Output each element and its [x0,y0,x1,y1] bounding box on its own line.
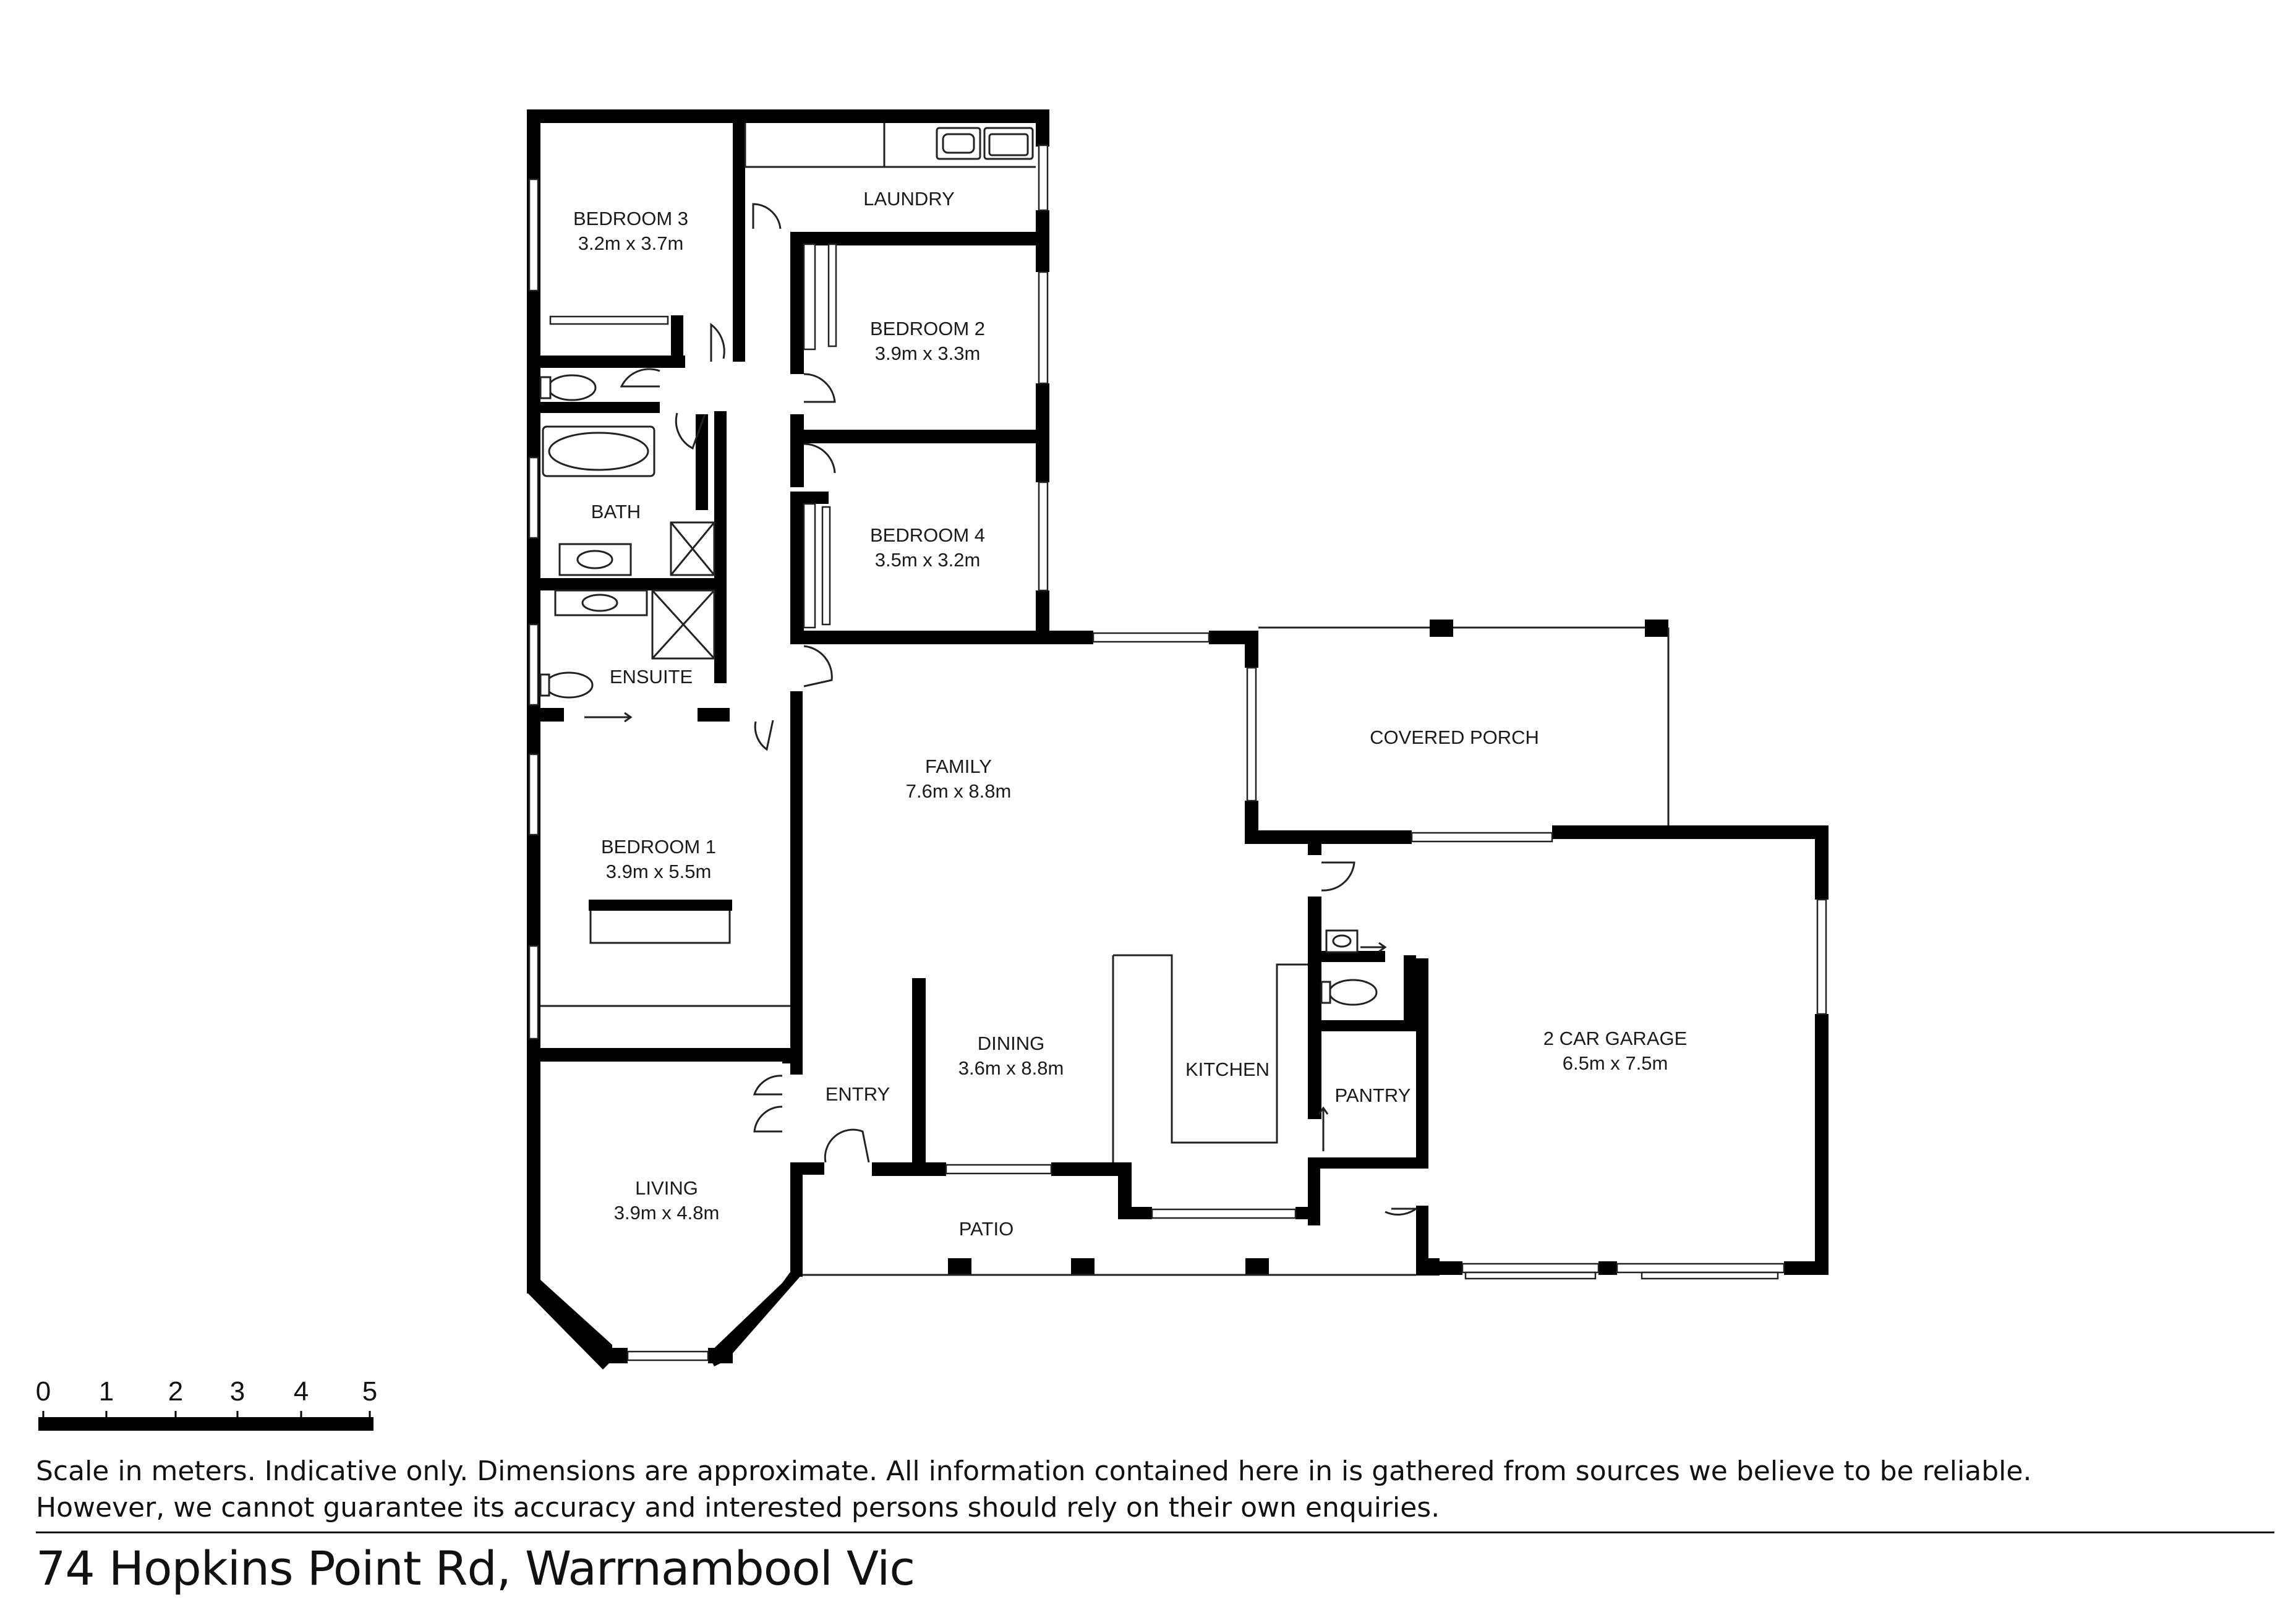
basin-icon [558,543,632,576]
room-size-bedroom4: 3.5m x 3.2m [875,549,981,571]
walls [527,109,1829,1370]
room-label-bath: BATH [591,501,641,522]
shower-icon [651,589,715,660]
room-label-entry: ENTRY [826,1083,890,1105]
room-size-garage: 6.5m x 7.5m [1563,1052,1668,1074]
scale-tick-label: 5 [362,1376,377,1407]
toilet-icon [1320,979,1378,1006]
room-label-dining: DINING [978,1033,1045,1054]
basin-icon [554,589,648,616]
room-label-bedroom1: BEDROOM 1 [601,836,716,858]
room-label-patio: PATIO [959,1218,1014,1240]
disclaimer: Scale in meters. Indicative only. Dimens… [36,1453,2262,1526]
washing-tub-icon [983,127,1034,160]
room-label-pantry: PANTRY [1335,1084,1411,1106]
room-size-bedroom3: 3.2m x 3.7m [578,232,684,254]
room-label-laundry: LAUNDRY [863,188,955,210]
divider [36,1531,2274,1533]
thin-lines [528,123,1827,1361]
room-size-living: 3.9m x 4.8m [614,1202,720,1224]
scale-tick-label: 4 [294,1376,309,1407]
scale-tick-label: 2 [168,1376,183,1407]
fixtures [539,127,1378,1006]
room-label-bedroom4: BEDROOM 4 [870,524,985,546]
scale-tick-label: 1 [99,1376,114,1407]
bathtub-icon [542,425,655,477]
scale-tick-label: 0 [36,1376,51,1407]
room-label-bedroom2: BEDROOM 2 [870,318,985,339]
room-size-bedroom1: 3.9m x 5.5m [606,861,712,882]
disclaimer-line-1: Scale in meters. Indicative only. Dimens… [36,1455,2032,1487]
toilet-icon [539,374,597,401]
scale-tick-label: 3 [230,1376,245,1407]
shower-icon [670,521,715,576]
room-size-dining: 3.6m x 8.8m [958,1057,1064,1079]
room-label-living: LIVING [635,1177,698,1199]
basin-icon [1325,929,1359,953]
property-address: 74 Hopkins Point Rd, Warrnambool Vic [36,1541,915,1596]
room-label-garage: 2 CAR GARAGE [1543,1028,1688,1049]
laundry-sink-icon [936,127,981,160]
room-size-bedroom2: 3.9m x 3.3m [875,343,981,364]
scale-bar-line [38,1417,373,1431]
toilet-icon [539,671,594,699]
doors [620,203,1417,1216]
room-labels: BEDROOM 3 3.2m x 3.7m LAUNDRY BEDROOM 2 … [573,188,1687,1240]
room-label-kitchen: KITCHEN [1185,1059,1270,1080]
room-label-covered-porch: COVERED PORCH [1370,726,1539,748]
room-label-family: FAMILY [925,756,992,777]
room-label-ensuite: ENSUITE [610,666,693,688]
disclaimer-line-2: However, we cannot guarantee its accurac… [36,1492,1440,1523]
scale-bar: 0 1 2 3 4 5 [36,1376,377,1431]
room-size-family: 7.6m x 8.8m [906,780,1012,802]
room-label-bedroom3: BEDROOM 3 [573,208,688,229]
